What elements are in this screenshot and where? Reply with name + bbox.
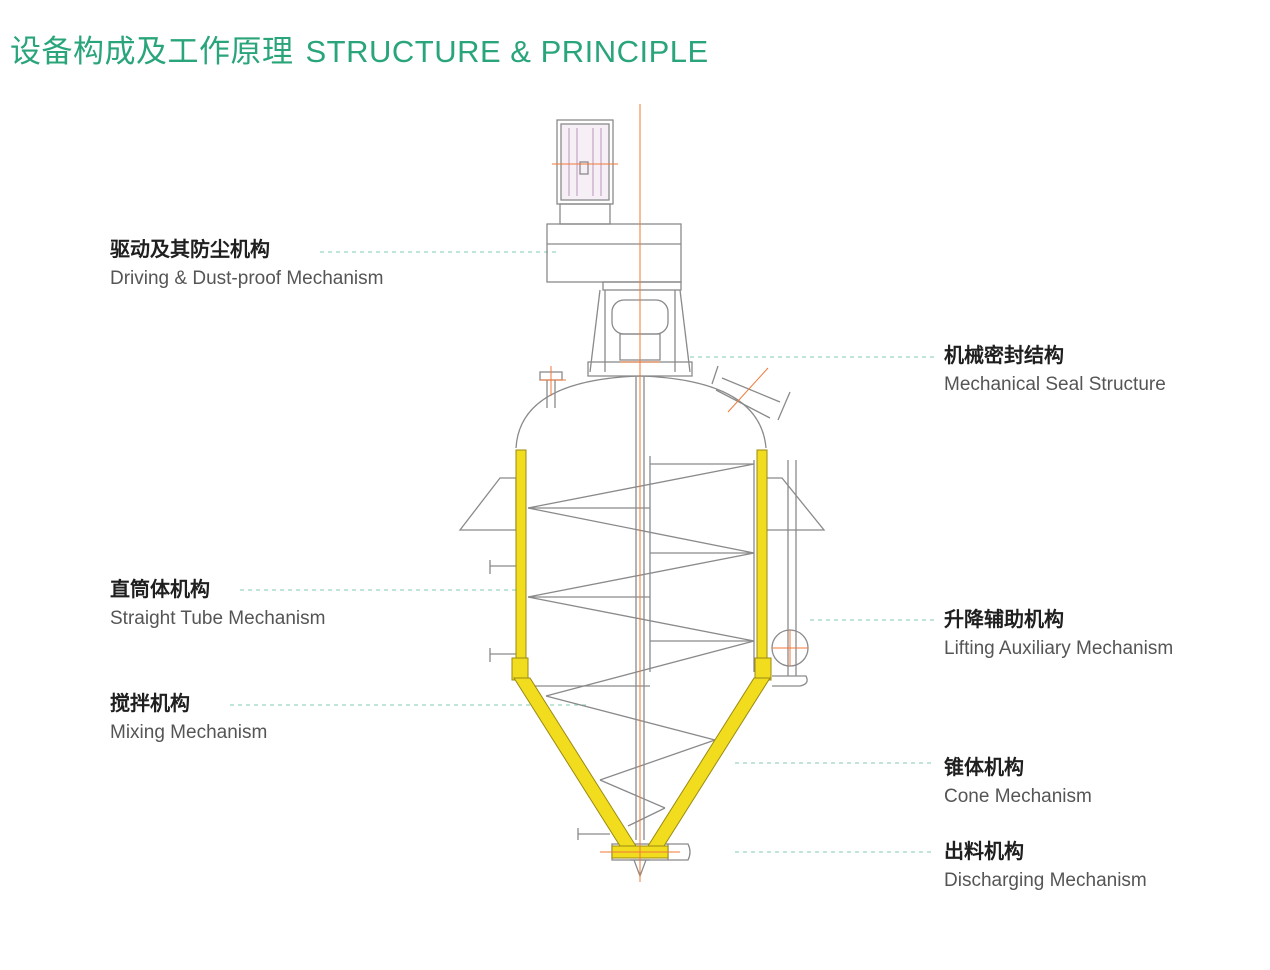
cone-ring-left	[511, 657, 529, 681]
label-mech-seal: 机械密封结构 Mechanical Seal Structure	[944, 342, 1166, 398]
label-lifting: 升降辅助机构 Lifting Auxiliary Mechanism	[944, 606, 1173, 662]
straight-wall-right	[756, 449, 768, 663]
title-en: STRUCTURE & PRINCIPLE	[305, 34, 709, 69]
straight-wall-left	[515, 449, 527, 663]
label-lifting-en: Lifting Auxiliary Mechanism	[944, 638, 1174, 659]
label-straight-tube-en: Straight Tube Mechanism	[110, 608, 326, 629]
label-mixing-cn: 搅拌机构	[110, 691, 190, 715]
label-discharging: 出料机构 Discharging Mechanism	[944, 838, 1147, 894]
motor	[556, 119, 614, 225]
helical-ribbon	[527, 456, 755, 827]
side-nozzles	[489, 560, 518, 662]
label-driving-en: Driving & Dust-proof Mechanism	[110, 268, 384, 289]
label-straight-tube-cn: 直筒体机构	[110, 577, 210, 601]
lug-right	[765, 477, 826, 531]
label-cone-cn: 锥体机构	[944, 755, 1024, 779]
label-mixing: 搅拌机构 Mixing Mechanism	[110, 690, 267, 746]
label-mech-seal-cn: 机械密封结构	[944, 343, 1064, 367]
centerlines	[540, 104, 808, 882]
label-straight-tube: 直筒体机构 Straight Tube Mechanism	[110, 576, 325, 632]
label-cone: 锥体机构 Cone Mechanism	[944, 754, 1092, 810]
cone-ring-right	[754, 657, 772, 681]
label-discharging-cn: 出料机构	[944, 839, 1024, 863]
label-discharging-en: Discharging Mechanism	[944, 870, 1147, 891]
page-title: 设备构成及工作原理 STRUCTURE & PRINCIPLE	[10, 26, 709, 71]
cone-wall-right	[647, 677, 771, 847]
label-driving-cn: 驱动及其防尘机构	[110, 237, 270, 261]
label-cone-en: Cone Mechanism	[944, 786, 1092, 807]
label-lifting-cn: 升降辅助机构	[944, 607, 1064, 631]
leader-lines	[230, 251, 935, 853]
gearbox	[546, 223, 682, 291]
vessel-wall	[511, 449, 772, 859]
label-mixing-en: Mixing Mechanism	[110, 722, 268, 743]
label-driving: 驱动及其防尘机构 Driving & Dust-proof Mechanism	[110, 236, 383, 292]
title-cn: 设备构成及工作原理	[10, 34, 294, 70]
label-mech-seal-en: Mechanical Seal Structure	[944, 374, 1166, 395]
lug-left	[458, 477, 517, 531]
